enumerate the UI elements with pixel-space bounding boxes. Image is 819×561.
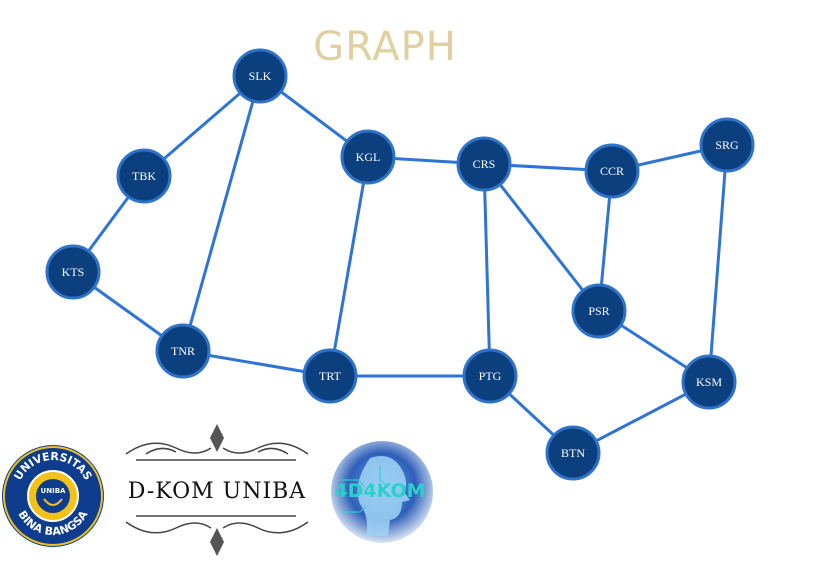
edge-slk-tnr <box>181 75 262 352</box>
edge-srg-ksm <box>707 144 729 383</box>
node-srg: SRG <box>699 117 755 173</box>
node-ccr: CCR <box>584 143 640 199</box>
node-kgl: KGL <box>340 129 396 185</box>
dkom-logo-text: D-KOM UNIBA <box>128 479 307 504</box>
node-circle <box>462 348 518 404</box>
ai-logo-text: 4D4KOM <box>334 480 425 502</box>
seal-center-text: UNIBA <box>41 487 66 495</box>
node-ptg: PTG <box>462 348 518 404</box>
node-circle <box>116 148 172 204</box>
node-btn: BTN <box>545 425 601 481</box>
edge-crs-ptg <box>482 163 492 377</box>
edge-crs-psr <box>482 163 601 312</box>
node-label: TNR <box>171 344 195 358</box>
seal-inner-core <box>36 479 70 513</box>
seal-book-icon <box>43 498 63 506</box>
node-circle <box>699 117 755 173</box>
ai-head-logo: 4D4KOM <box>331 441 433 543</box>
node-label: SLK <box>249 69 272 83</box>
ornament-top <box>125 442 309 461</box>
node-circle <box>456 136 512 192</box>
node-label: KSM <box>696 375 722 389</box>
node-circle <box>45 244 101 300</box>
diamond-bottom-icon <box>210 528 224 556</box>
edges-layer <box>71 74 729 455</box>
node-label: CRS <box>473 157 496 171</box>
node-label: SRG <box>715 138 739 152</box>
node-label: BTN <box>561 446 585 460</box>
node-label: PTG <box>479 369 502 383</box>
node-circle <box>571 283 627 339</box>
node-circle <box>545 425 601 481</box>
nodes-layer: SLK TBK KGL CRS CCR SRG KTS PSR TNR TRT PTG KSM BTN <box>45 48 755 481</box>
node-crs: CRS <box>456 136 512 192</box>
node-label: CCR <box>600 164 624 178</box>
node-circle <box>232 48 288 104</box>
node-circle <box>681 354 737 410</box>
node-circle <box>302 348 358 404</box>
seal-gold-rim <box>3 446 103 546</box>
head-silhouette-icon <box>357 456 410 536</box>
ornament-bottom <box>125 515 309 534</box>
node-label: KGL <box>356 150 381 164</box>
node-ksm: KSM <box>681 354 737 410</box>
node-label: TRT <box>319 369 342 383</box>
node-psr: PSR <box>571 283 627 339</box>
node-trt: TRT <box>302 348 358 404</box>
node-kts: KTS <box>45 244 101 300</box>
node-circle <box>155 323 211 379</box>
node-label: PSR <box>588 304 609 318</box>
node-tnr: TNR <box>155 323 211 379</box>
circuit-lines <box>340 466 389 513</box>
node-tbk: TBK <box>116 148 172 204</box>
diamond-top-icon <box>210 424 224 452</box>
node-circle <box>340 129 396 185</box>
dkom-uniba-logo: D-KOM UNIBA <box>125 424 309 556</box>
uniba-seal-logo: UNIVERSITAS BINA BANGSA UNIBA <box>2 445 104 547</box>
edge-trt-kgl <box>328 156 370 377</box>
node-label: TBK <box>132 169 156 183</box>
node-label: KTS <box>62 265 85 279</box>
node-slk: SLK <box>232 48 288 104</box>
node-circle <box>584 143 640 199</box>
page-title: GRAPH <box>313 24 457 70</box>
